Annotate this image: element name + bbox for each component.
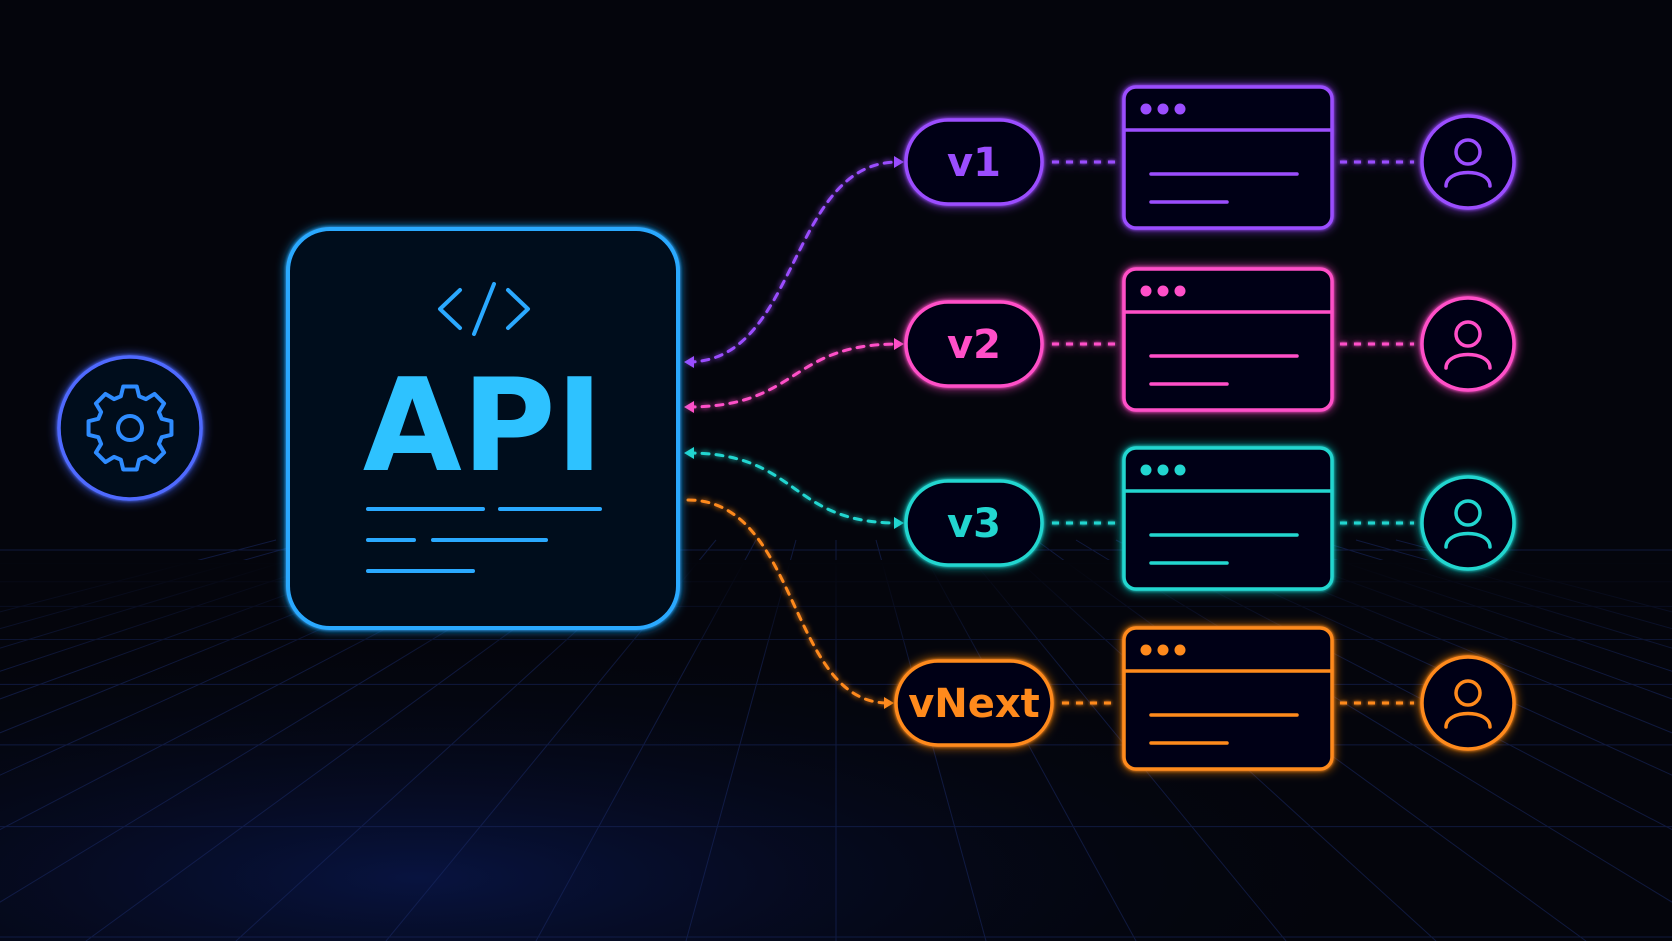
version-rows: v1 v2 v3 vNext [894, 85, 1516, 771]
source-node [57, 355, 203, 501]
arrowhead-vNext [884, 697, 894, 709]
browser-window-icon [1122, 85, 1334, 230]
api-box [286, 227, 680, 630]
arrowhead-v3 [894, 517, 904, 529]
version-pill [904, 479, 1044, 567]
api-connector-vNext [686, 498, 890, 705]
user-icon [1420, 655, 1516, 751]
version-label: vNext [908, 681, 1040, 727]
api-doc-lines [366, 507, 602, 573]
version-row-vNext: vNext [894, 626, 1516, 771]
version-row-v2: v2 [904, 267, 1516, 412]
api-node: API [286, 227, 680, 630]
arrowhead-v1 [894, 156, 904, 168]
version-pill [904, 118, 1044, 206]
browser-window-icon [1122, 626, 1334, 771]
arrowhead-api-v2 [684, 401, 694, 413]
api-connector-v2 [686, 342, 900, 409]
code-icon [438, 282, 530, 336]
user-icon [1420, 475, 1516, 571]
api-label: API [363, 352, 604, 501]
version-pill [904, 300, 1044, 388]
api-connector-v3 [686, 451, 900, 525]
user-icon [1420, 114, 1516, 210]
browser-window-icon [1122, 446, 1334, 591]
version-label: v3 [947, 501, 1001, 547]
version-row-v1: v1 [904, 85, 1516, 230]
api-connector-v1 [686, 160, 900, 364]
version-row-v3: v3 [904, 446, 1516, 591]
user-icon [1420, 296, 1516, 392]
connectors [202, 156, 904, 709]
version-pill [894, 659, 1054, 747]
version-label: v1 [947, 140, 1001, 186]
arrowhead-api-v3 [684, 447, 694, 459]
arrowhead-v2 [894, 338, 904, 350]
browser-window-icon [1122, 267, 1334, 412]
gear-icon [86, 384, 174, 472]
source-circle [57, 355, 203, 501]
floor-fade [0, 560, 1672, 760]
version-label: v2 [947, 322, 1001, 368]
arrowhead-api-v1 [684, 356, 694, 368]
